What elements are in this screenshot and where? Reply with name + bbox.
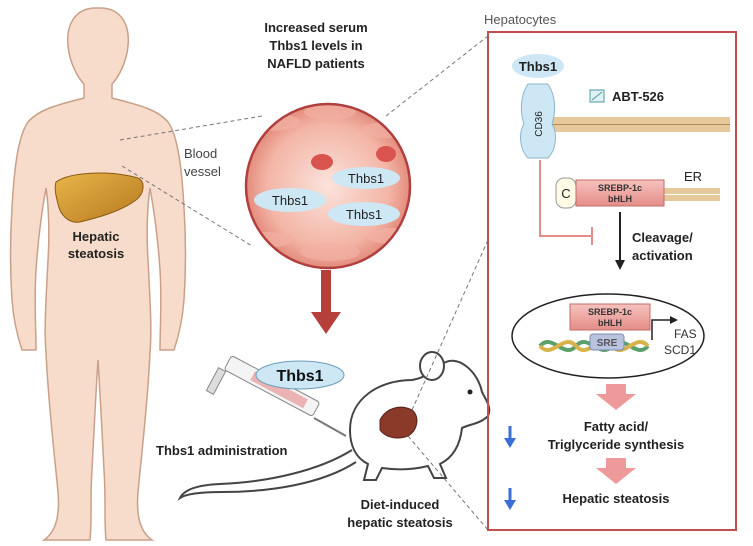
human-figure: Hepatic steatosis xyxy=(9,7,187,541)
zoom-line-panel-mid xyxy=(411,239,489,411)
zoom-line-lower xyxy=(121,165,253,247)
decrease-arrow-icon xyxy=(504,426,516,448)
human-liver-icon xyxy=(54,172,144,223)
serum-header-line1: Increased serum xyxy=(264,20,367,35)
mouse-tail xyxy=(177,449,357,501)
blood-cell-shape xyxy=(304,104,356,120)
serum-header-line2: Thbs1 levels in xyxy=(269,38,362,53)
transcription-arrowhead xyxy=(670,316,678,324)
vessel-to-mouse-arrow xyxy=(311,270,341,334)
panel-thbs1-blob xyxy=(512,54,564,78)
blood-cell-shape xyxy=(300,243,360,261)
pink-down-arrow xyxy=(596,384,636,410)
cell-membrane xyxy=(552,117,730,132)
hepatic-steatosis-label-line2: steatosis xyxy=(68,246,124,261)
thbs1-protein-blob xyxy=(328,202,400,226)
cd36-label: CD36 xyxy=(534,111,545,137)
serum-header-line3: NAFLD patients xyxy=(267,56,365,71)
cd36-receptor xyxy=(520,83,556,159)
srebp-precursor-label-line2: bHLH xyxy=(608,194,632,204)
vessel-thbs1-label: Thbs1 xyxy=(346,207,382,222)
blood-cell-shape xyxy=(246,232,292,248)
mouse-eye xyxy=(467,389,473,395)
zoom-line-upper xyxy=(119,115,263,141)
human-body-silhouette xyxy=(9,7,187,541)
blood-vessel-zoom: Thbs1 Thbs1 Thbs1 xyxy=(244,102,412,270)
abt-526-icon-mark xyxy=(591,91,603,101)
cleavage-arrowhead xyxy=(615,260,625,270)
pink-down-arrow xyxy=(596,458,636,484)
scd1-label: SCD1 xyxy=(664,343,696,357)
cleavage-label-line1: Cleavage/ xyxy=(632,230,693,245)
sre-box xyxy=(589,333,625,351)
syringe-thbs1-bubble xyxy=(255,360,345,390)
diet-induced-label-line1: Diet-induced xyxy=(361,497,440,512)
vessel-thbs1-label: Thbs1 xyxy=(272,193,308,208)
er-membrane xyxy=(664,188,720,201)
diet-induced-label-line2: hepatic steatosis xyxy=(347,515,453,530)
thbs1-administration-label: Thbs1 administration xyxy=(156,443,288,458)
red-blood-cell xyxy=(311,154,333,170)
mouse-liver-icon xyxy=(379,406,418,439)
transcription-arrow xyxy=(651,319,672,340)
zoom-line-panel-top xyxy=(385,35,489,117)
nucleus-srebp-label-line2: bHLH xyxy=(598,318,622,328)
mouse-body xyxy=(348,359,491,481)
fatty-acid-label-line2: Triglyceride synthesis xyxy=(548,437,685,452)
fas-label: FAS xyxy=(674,327,697,341)
blood-vessel-label-line2: vessel xyxy=(184,164,221,179)
nucleus-srebp-label-line1: SREBP-1c xyxy=(588,307,632,317)
blood-vessel-label-line1: Blood xyxy=(184,146,217,161)
mouse-ear xyxy=(419,351,445,381)
srebp-precursor-label-line1: SREBP-1c xyxy=(598,183,642,193)
inhibition-line xyxy=(539,160,592,237)
abt-526-label: ABT-526 xyxy=(612,89,664,104)
red-blood-cell xyxy=(376,146,396,162)
er-label: ER xyxy=(684,169,702,184)
cleavage-label-line2: activation xyxy=(632,248,693,263)
hepatocyte-panel-border xyxy=(487,31,737,531)
fatty-acid-label-line1: Fatty acid/ xyxy=(584,419,649,434)
sre-label: SRE xyxy=(597,338,618,349)
vessel-thbs1-label: Thbs1 xyxy=(348,171,384,186)
thbs1-protein-blob xyxy=(332,167,400,189)
syringe-thbs1-label: Thbs1 xyxy=(276,368,323,385)
srebp-precursor xyxy=(575,179,665,207)
outcome-hepatic-steatosis-label: Hepatic steatosis xyxy=(563,491,670,506)
hepatocytes-title: Hepatocytes xyxy=(484,12,557,27)
decrease-arrow-icon xyxy=(504,488,516,510)
hepatic-steatosis-label-line1: Hepatic xyxy=(73,229,120,244)
c-domain-label: C xyxy=(561,186,570,201)
thbs1-protein-blob xyxy=(254,188,326,212)
mouse-figure xyxy=(177,351,491,501)
panel-thbs1-label: Thbs1 xyxy=(519,59,557,74)
nucleus-srebp-bhlh xyxy=(569,303,651,331)
